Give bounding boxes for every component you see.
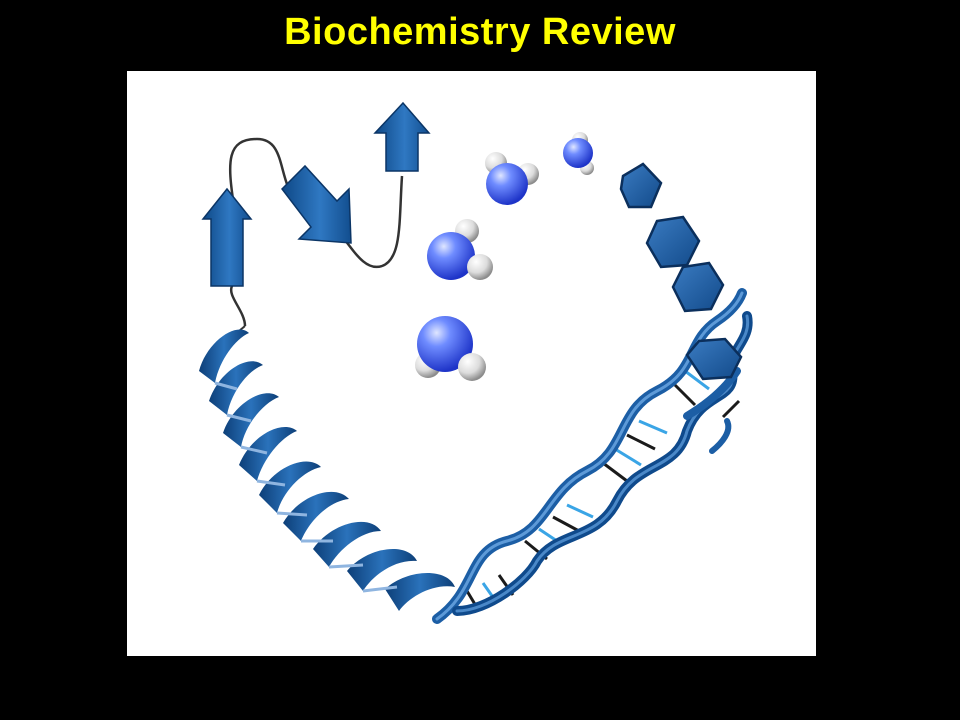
ring-molecule-icon bbox=[645, 215, 725, 313]
alpha-helix-icon bbox=[199, 325, 455, 611]
beta-strand-arrow-icon bbox=[281, 164, 352, 244]
water-molecule-icon bbox=[415, 316, 486, 381]
biomolecules-illustration bbox=[199, 101, 753, 624]
slide-title: Biochemistry Review bbox=[284, 11, 676, 53]
beta-strand-arrow-icon bbox=[373, 101, 431, 172]
illustration-panel bbox=[127, 71, 816, 656]
water-molecule-icon bbox=[485, 152, 539, 205]
ring-molecule-icon bbox=[619, 162, 663, 209]
water-molecule-icon bbox=[563, 132, 594, 175]
protein-loop bbox=[228, 137, 404, 327]
ring-molecule-icon bbox=[685, 337, 743, 381]
beta-strand-arrow-icon bbox=[201, 187, 253, 287]
water-molecule-icon bbox=[427, 219, 493, 280]
